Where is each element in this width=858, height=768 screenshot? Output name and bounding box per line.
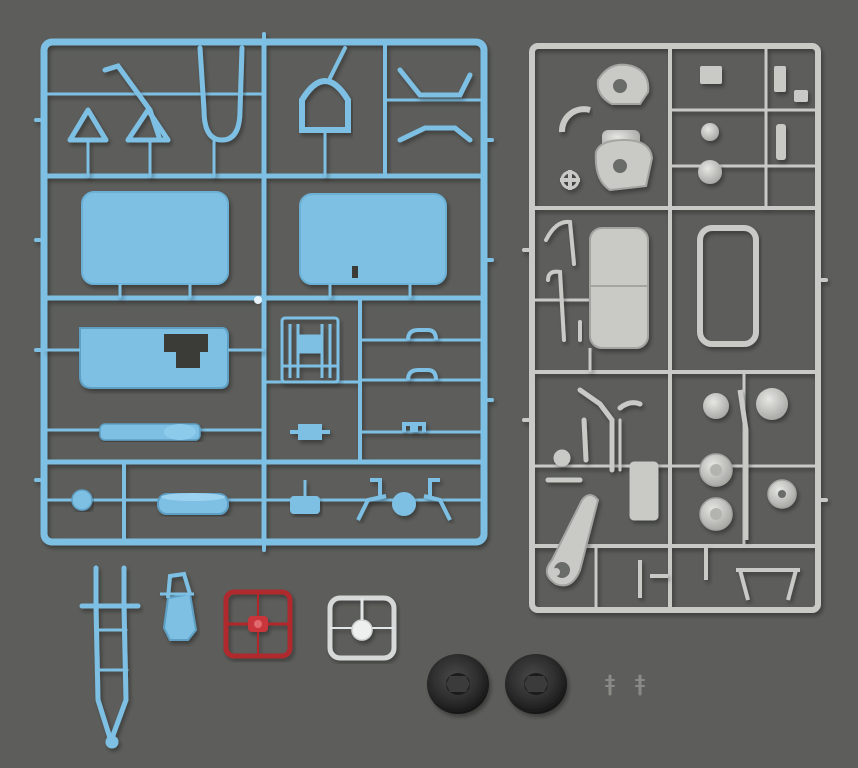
grey-part-forks	[545, 387, 643, 483]
metal-springs	[605, 674, 645, 696]
grey-part-hub-domes	[703, 388, 788, 420]
blue-part-handlebar	[197, 45, 245, 178]
rubber-tire-left	[427, 654, 489, 714]
rubber-tire-right	[505, 654, 567, 714]
blue-part-grille	[280, 316, 340, 384]
clear-lens-sprue	[327, 595, 397, 661]
blue-part-floor-panel-left	[81, 191, 229, 298]
loose-blue-seat-part	[160, 571, 198, 641]
blue-part-mount-small	[290, 480, 320, 514]
grey-part-small-blocks	[698, 66, 808, 184]
blue-part-axle-bracket	[356, 478, 452, 521]
grey-part-stand	[638, 546, 800, 601]
grey-part-steering-head	[594, 63, 654, 192]
blue-part-arch	[299, 46, 351, 178]
grey-part-swing-arm	[545, 494, 600, 587]
blue-part-floor-panel-right	[299, 193, 447, 298]
grey-part-half-ring	[559, 106, 591, 190]
grey-part-frame-loop	[697, 225, 759, 347]
grey-part-fuel-tank	[588, 227, 649, 372]
blue-part-ring	[157, 493, 229, 515]
clear-red-sprue	[223, 589, 293, 659]
blue-part-brackets	[397, 67, 473, 143]
loose-blue-frame-part	[79, 565, 141, 749]
blue-part-levers	[67, 63, 171, 178]
blue-part-clips	[290, 328, 438, 440]
blue-part-knob	[71, 489, 93, 511]
grey-part-pipes	[544, 219, 582, 342]
grey-part-wheel-hubs	[699, 453, 797, 531]
blue-sprue-gate	[254, 296, 262, 304]
blue-part-rail	[99, 423, 201, 441]
blue-part-body-tub	[44, 327, 264, 389]
grey-part-tall-strut	[629, 389, 749, 540]
